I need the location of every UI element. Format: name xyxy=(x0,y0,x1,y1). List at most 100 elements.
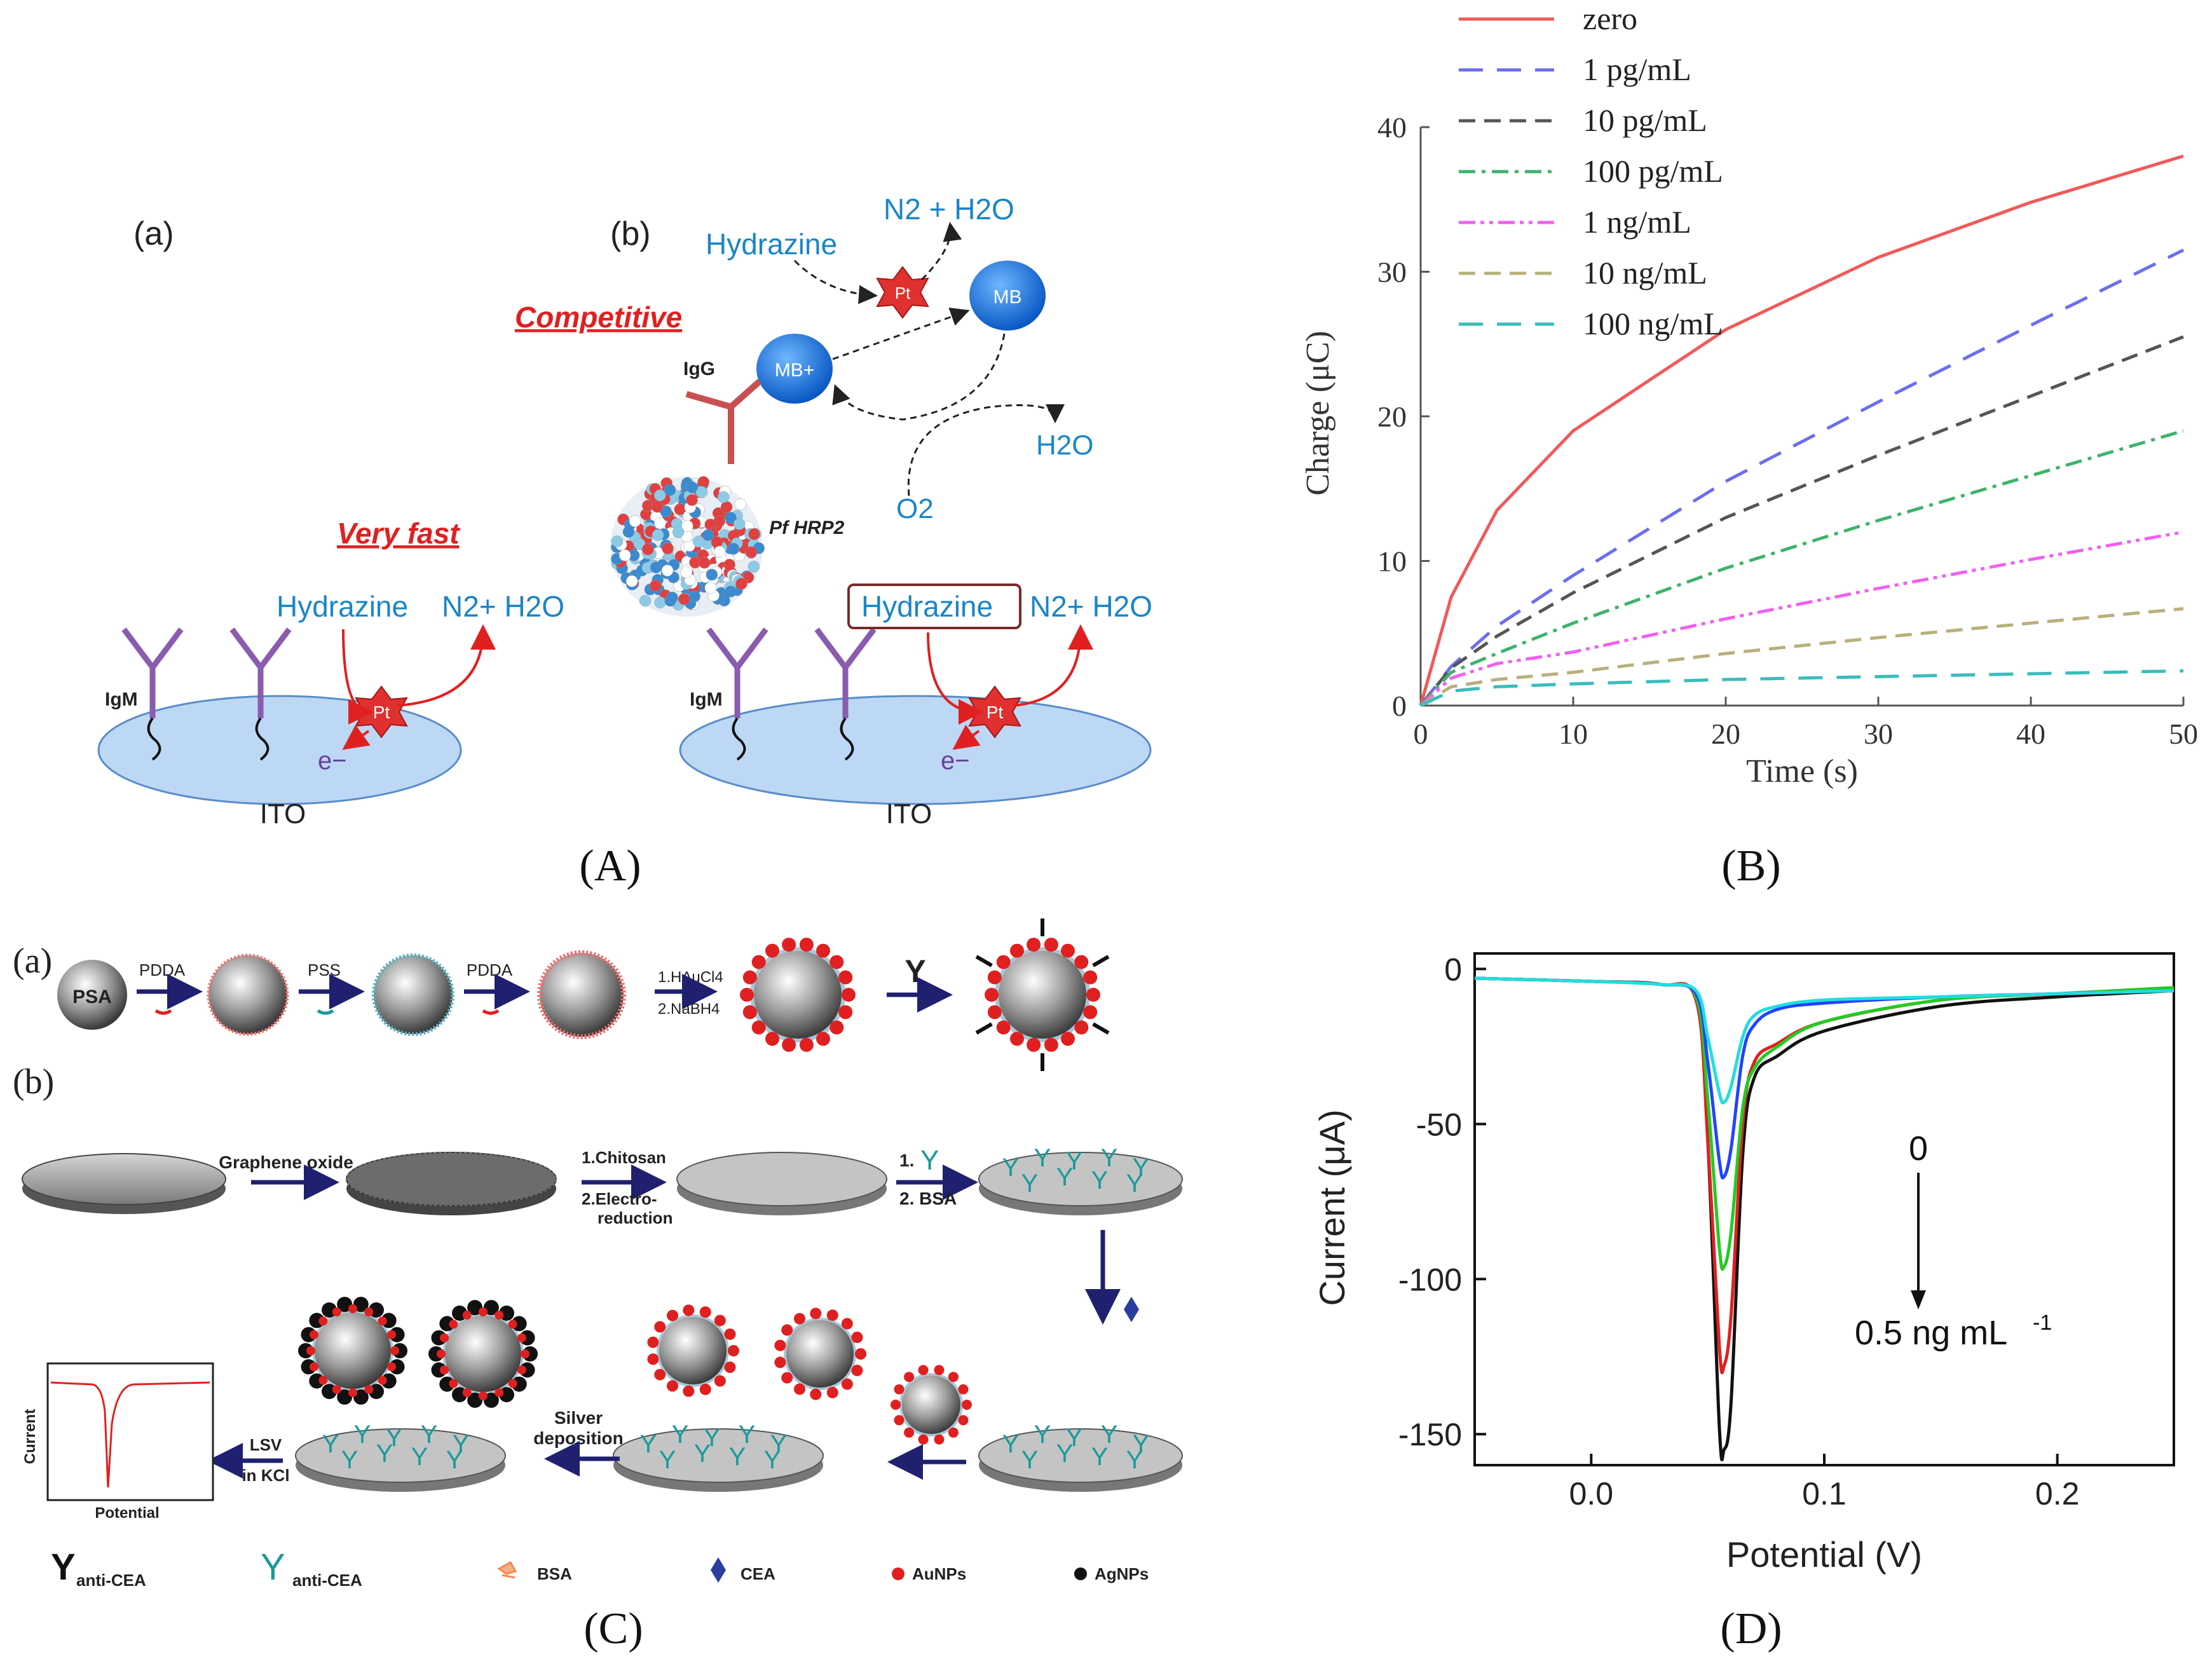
protein-atom xyxy=(686,494,698,506)
au-nanoparticle xyxy=(742,970,757,985)
au-nanoparticle xyxy=(985,988,999,1002)
arrow-pt-n2-top xyxy=(920,222,962,281)
pss-chain-icon xyxy=(317,1009,334,1015)
capture-antibody-icon: Y xyxy=(453,1430,470,1458)
series-line-2 xyxy=(1419,249,2185,707)
capture-antibody-icon: Y xyxy=(1021,1170,1039,1198)
capture-antibody-icon: Y xyxy=(1133,1154,1150,1182)
au-nanoparticle xyxy=(647,1336,659,1348)
au-nanoparticle xyxy=(987,1005,1002,1020)
capture-antibody-icon: Y xyxy=(1091,1166,1109,1194)
panel-a-sub-a: (a) xyxy=(133,215,174,252)
o2-label: O2 xyxy=(896,493,934,524)
protein-atom xyxy=(654,489,666,502)
lsv-curve-3 xyxy=(1474,976,2174,1271)
caption-d: (D) xyxy=(1720,1604,1782,1653)
capture-antibody-icon: Y xyxy=(1021,1446,1039,1474)
pdda-label-1: PDDA xyxy=(139,960,186,980)
au-nanoparticle xyxy=(962,1400,972,1410)
inset-xlabel: Potential xyxy=(95,1505,159,1522)
capture-antibody-icon: Y xyxy=(1056,1440,1074,1468)
legend-label: 1 ng/mL xyxy=(1583,204,1691,240)
y-tick-label: 20 xyxy=(1377,400,1407,433)
capture-antibody-icon: Y xyxy=(1126,1170,1144,1198)
au-nanoparticle xyxy=(794,1313,805,1325)
legend-bsa-icon xyxy=(497,1560,517,1579)
arrow-electron-b xyxy=(952,725,981,750)
annotation-superscript: -1 xyxy=(2033,1311,2052,1335)
capture-antibody-icon: Y xyxy=(640,1430,657,1458)
capture-antibody-icon: Y xyxy=(1133,1430,1150,1458)
protein-atom xyxy=(695,486,707,498)
au-nanoparticle xyxy=(440,1365,449,1375)
protein-atom xyxy=(611,535,624,547)
au-nanoparticle xyxy=(996,955,1011,969)
antibody-teal-glyph: Y xyxy=(920,1145,939,1176)
series-line-5 xyxy=(1419,530,2184,707)
y-tick-label: 0 xyxy=(1392,690,1407,722)
au-nanoparticle xyxy=(742,1005,757,1020)
protein-atom xyxy=(748,561,760,573)
y-tick-label: 0 xyxy=(1444,952,1462,987)
au-nanoparticle xyxy=(699,1383,711,1395)
au-nanoparticle xyxy=(774,1356,786,1369)
au-nanoparticle xyxy=(332,1384,341,1394)
y-tick-label: -100 xyxy=(1398,1262,1462,1297)
capture-antibody-icon: Y xyxy=(1101,1144,1118,1172)
au-nanoparticle xyxy=(714,1314,726,1327)
protein-atom xyxy=(723,559,735,571)
lsv-curve-1 xyxy=(1474,976,2174,1461)
lsv-curve-2 xyxy=(1474,976,2174,1375)
lsv-inset-plot: Current Potential xyxy=(22,1362,214,1522)
au-nanoparticle xyxy=(449,1320,458,1329)
protein-atom xyxy=(706,568,718,581)
panel-c-schematic: (a) (b) PSA PDDA PSS PDDA 1.HAuCl4 2.NaB… xyxy=(13,918,1183,1590)
protein-atom xyxy=(666,591,678,604)
arrow-pt-n2-a xyxy=(397,624,496,707)
au-nanoparticle xyxy=(841,1378,853,1390)
protein-atom xyxy=(680,566,693,578)
capture-antibody-icon: Y xyxy=(341,1446,358,1474)
antibody-spike xyxy=(1092,1022,1110,1035)
n2-h2o-b: N2+ H2O xyxy=(1030,590,1152,623)
capture-antibody-icon: Y xyxy=(1091,1443,1109,1471)
au-nanoparticle xyxy=(816,943,830,958)
arrow-hydrazine-pt-b xyxy=(927,632,984,725)
protein-atom xyxy=(733,518,746,530)
hydrazine-a: Hydrazine xyxy=(276,590,408,623)
x-tick-label: 0.2 xyxy=(2035,1476,2080,1512)
au-nanoparticle xyxy=(364,1384,374,1394)
au-nanoparticle xyxy=(724,1362,736,1374)
au-nanoparticle xyxy=(332,1308,341,1317)
chart-b-xlabel: Time (s) xyxy=(1746,753,1858,789)
pss-label: PSS xyxy=(308,960,341,980)
antibody-spike xyxy=(975,955,993,967)
series-line-6 xyxy=(1419,607,2184,707)
arrow-mbplus-mb xyxy=(832,307,970,360)
igm-antibodies xyxy=(121,627,877,718)
au-nanoparticle xyxy=(810,1308,822,1320)
protein-atom xyxy=(692,535,705,548)
hydrazine-top: Hydrazine xyxy=(706,228,837,261)
au-nanoparticle xyxy=(851,1365,863,1377)
au-nanoparticle xyxy=(386,1330,396,1339)
arrow-mb-mbplus xyxy=(832,333,1006,421)
au-nanoparticle xyxy=(948,1372,959,1383)
au-nanoparticle xyxy=(378,1376,387,1385)
y-tick-label: -50 xyxy=(1416,1107,1462,1142)
au-nanoparticle xyxy=(782,938,796,952)
au-np-antibody-sphere xyxy=(975,918,1110,1071)
graphene-oxide-label: Graphene oxide xyxy=(219,1152,353,1172)
capture-antibody-icon: Y xyxy=(1002,1430,1020,1458)
pdda-chain-icon-1 xyxy=(154,1009,172,1015)
au-nanoparticle xyxy=(508,1320,517,1329)
x-tick-label: 40 xyxy=(2016,718,2045,750)
capture-antibody-icon: Y xyxy=(421,1421,438,1449)
x-tick-label: 0 xyxy=(1414,718,1428,750)
au-nanoparticle xyxy=(724,1328,736,1340)
legend-anti-cea-2: anti-CEA xyxy=(292,1571,362,1590)
au-nanoparticle xyxy=(654,1321,666,1333)
mb-plus-icon xyxy=(756,334,833,404)
